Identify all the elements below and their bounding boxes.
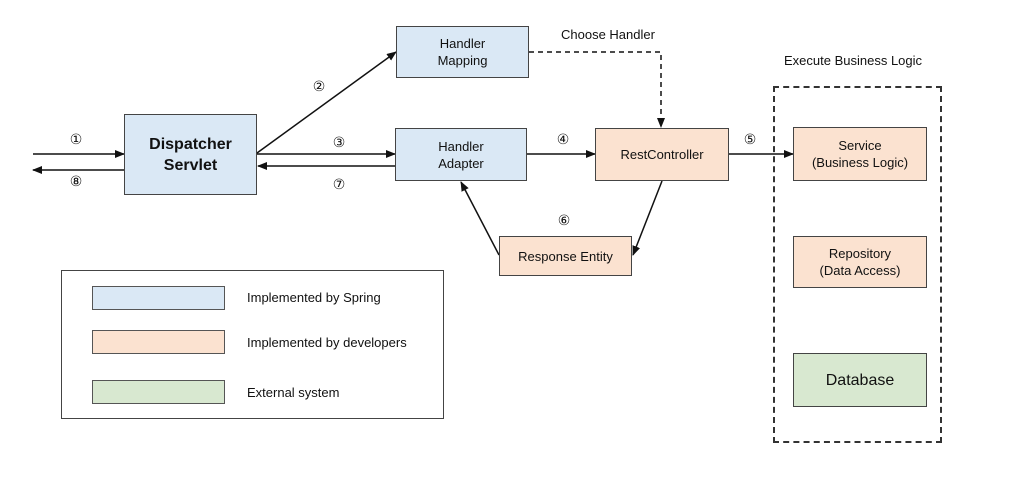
step-6-label: ⑥ (557, 212, 571, 228)
step-8-label: ⑧ (69, 173, 83, 189)
execute-business-logic-label: Execute Business Logic (784, 53, 923, 68)
dispatcher-servlet-node: Dispatcher Servlet (124, 114, 257, 195)
legend-label-developers: Implemented by developers (247, 335, 407, 350)
legend-label-spring: Implemented by Spring (247, 290, 381, 305)
handler-adapter-node: Handler Adapter (395, 128, 527, 181)
arrow-step-6 (460, 181, 500, 256)
arrow-choose-handler (529, 51, 665, 128)
legend-swatch-external (92, 380, 225, 404)
handler-mapping-node: Handler Mapping (396, 26, 529, 78)
legend-swatch-spring (92, 286, 225, 310)
business-logic-group (773, 86, 942, 443)
step-7-label: ⑦ (332, 176, 346, 192)
choose-handler-label: Choose Handler (561, 27, 655, 42)
database-node: Database (793, 353, 927, 407)
legend: Implemented by Spring Implemented by dev… (61, 270, 444, 419)
legend-swatch-developers (92, 330, 225, 354)
step-4-label: ④ (556, 131, 570, 147)
legend-label-external: External system (247, 385, 340, 400)
step-3-label: ③ (332, 134, 346, 150)
response-entity-node: Response Entity (499, 236, 632, 276)
arrow-controller-to-response (632, 180, 663, 256)
service-node: Service (Business Logic) (793, 127, 927, 181)
rest-controller-node: RestController (595, 128, 729, 181)
arrow-step-2 (256, 51, 397, 154)
step-5-label: ⑤ (743, 131, 757, 147)
step-1-label: ① (69, 131, 83, 147)
repository-node: Repository (Data Access) (793, 236, 927, 288)
step-2-label: ② (312, 78, 326, 94)
